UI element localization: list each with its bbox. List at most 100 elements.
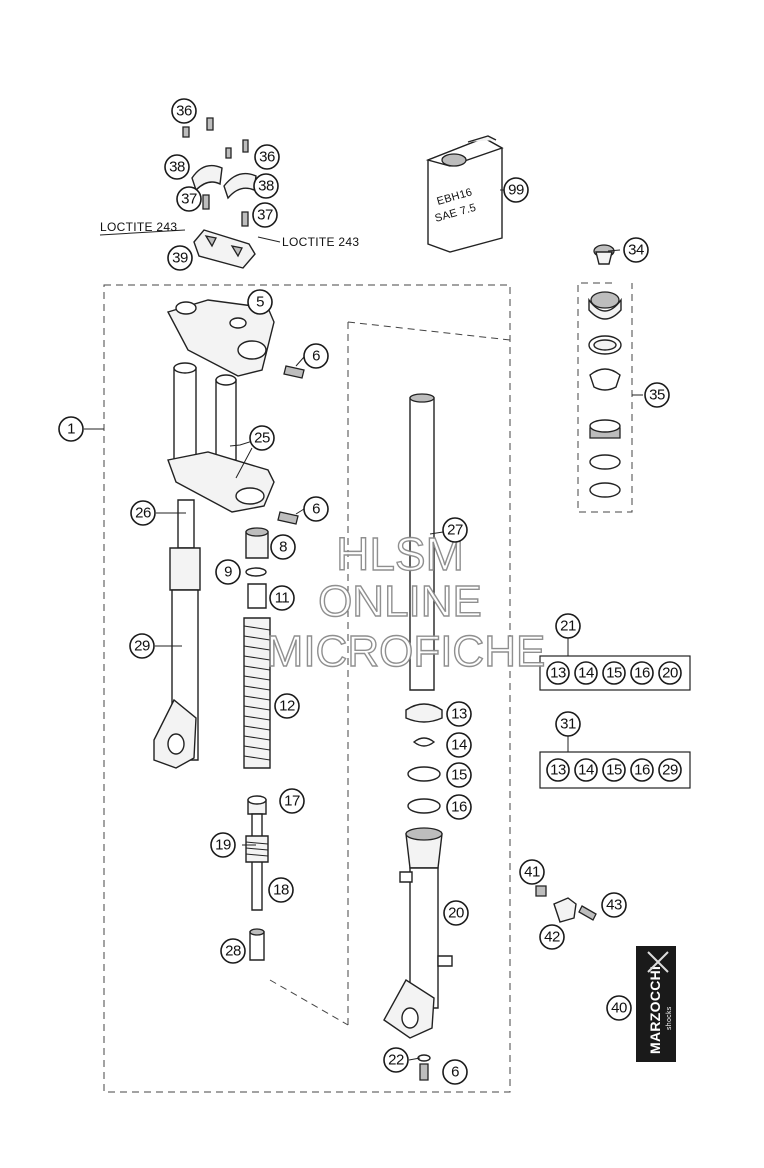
callout-12: 12 [274,693,300,719]
kit-31-item-15: 15 [602,758,626,782]
callout-16: 16 [446,794,472,820]
callout-42: 42 [539,924,565,950]
callout-21: 21 [555,613,581,639]
callout-38a: 38 [164,154,190,180]
svg-text:5: 5 [256,294,264,311]
svg-text:1: 1 [67,421,75,438]
svg-text:28: 28 [225,943,241,960]
marzocchi-decal: MARZOCCHI shocks [636,946,676,1062]
svg-text:16: 16 [634,762,650,779]
callout-99: 99 [503,177,529,203]
watermark-line2: ONLINE [318,577,482,626]
callout-17: 17 [279,788,305,814]
svg-text:17: 17 [284,793,300,810]
kit-31-item-29: 29 [658,758,682,782]
kit-21-item-20: 20 [658,661,682,685]
kit-21-item-13: 13 [546,661,570,685]
svg-text:13: 13 [550,762,566,779]
loctite-left-label: LOCTITE 243 [100,220,177,234]
svg-text:16: 16 [634,665,650,682]
svg-text:37: 37 [257,207,273,224]
svg-text:19: 19 [215,837,231,854]
svg-text:20: 20 [662,665,678,682]
svg-text:11: 11 [275,590,290,607]
callout-6c: 6 [442,1059,468,1085]
callout-38b: 38 [253,173,279,199]
assembly-frame [103,284,511,1093]
callout-9: 9 [215,559,241,585]
svg-text:14: 14 [451,737,467,754]
svg-text:42: 42 [544,929,560,946]
svg-text:15: 15 [606,665,622,682]
damper-spring-parts [243,527,271,961]
kit-21-item-16: 16 [630,661,654,685]
svg-text:27: 27 [447,522,463,539]
svg-text:38: 38 [258,178,274,195]
watermark-line3: MICROFICHE [267,627,546,676]
fork-oil-container: EBH16 SAE 7.5 [425,135,504,253]
axle-clamp-parts [535,885,597,923]
handlebar-clamp-group [99,117,281,269]
svg-text:12: 12 [279,698,295,715]
callouts: 36 36 38 38 37 37 39 99 34 35 5 6 1 25 2… [58,98,682,1085]
svg-text:25: 25 [254,430,270,447]
kit-31-item-13: 13 [546,758,570,782]
callout-11: 11 [269,585,295,611]
svg-text:43: 43 [606,897,622,914]
callout-34: 34 [623,237,649,263]
svg-text:6: 6 [312,348,320,365]
callout-13: 13 [446,701,472,727]
callout-29: 29 [129,633,155,659]
svg-text:35: 35 [649,387,665,404]
svg-text:6: 6 [312,501,320,518]
svg-text:26: 26 [135,505,151,522]
callout-20: 20 [443,900,469,926]
callout-15: 15 [446,762,472,788]
svg-text:20: 20 [448,905,464,922]
kit-21-item-14: 14 [574,661,598,685]
svg-text:29: 29 [662,762,678,779]
svg-text:8: 8 [279,539,287,556]
callout-31: 31 [555,711,581,737]
stanchion-and-stem [153,362,299,769]
svg-text:99: 99 [508,182,524,199]
kit-31-item-14: 14 [574,758,598,782]
kit-31-item-16: 16 [630,758,654,782]
decal-brand-sub: shocks [666,1006,673,1030]
svg-text:36: 36 [176,103,192,120]
svg-text:34: 34 [628,242,644,259]
svg-text:9: 9 [224,564,232,581]
loctite-right-label: LOCTITE 243 [282,235,359,249]
callout-25: 25 [249,425,275,451]
svg-text:22: 22 [388,1052,404,1069]
svg-text:14: 14 [578,762,594,779]
callout-37b: 37 [252,202,278,228]
callout-14: 14 [446,732,472,758]
watermark-line1: HLSM [336,528,464,580]
callout-36b: 36 [254,144,280,170]
callout-19: 19 [210,832,236,858]
callout-1: 1 [58,416,84,442]
callout-28: 28 [220,938,246,964]
svg-text:6: 6 [451,1064,459,1081]
svg-text:15: 15 [451,767,467,784]
svg-text:41: 41 [524,864,540,881]
kit-21-item-15: 15 [602,661,626,685]
right-fork-leg [383,393,453,1081]
steering-bearing-parts [588,244,622,498]
svg-text:36: 36 [259,149,275,166]
svg-text:21: 21 [560,618,576,635]
callout-35: 35 [644,382,670,408]
decal-brand: MARZOCCHI [647,966,663,1054]
callout-41: 41 [519,859,545,885]
svg-text:15: 15 [606,762,622,779]
svg-text:13: 13 [550,665,566,682]
callout-8: 8 [270,534,296,560]
svg-text:29: 29 [134,638,150,655]
watermark: HLSM ONLINE MICROFICHE [266,527,546,676]
upper-triple-clamp [166,299,305,379]
callout-22: 22 [383,1047,409,1073]
svg-text:40: 40 [611,1000,627,1017]
callout-36a: 36 [171,98,197,124]
